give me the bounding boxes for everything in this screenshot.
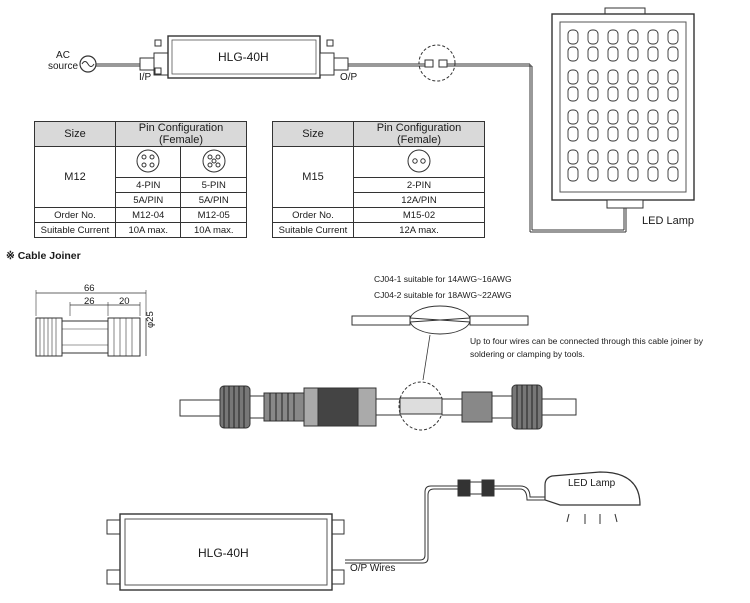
led-cell [647, 149, 659, 182]
suitable-current-label-r: Suitable Current [272, 222, 354, 238]
cable-joiner-diagram [35, 290, 577, 431]
led-cell [647, 29, 659, 62]
suitable-current-label: Suitable Current [34, 222, 116, 238]
order-2: M15-02 [353, 207, 485, 223]
led-cell [567, 149, 579, 182]
col-size-r: Size [272, 121, 354, 147]
pin-table-m12: Size Pin Configuration (Female) M12 [34, 121, 247, 238]
driver-label-top: HLG-40H [218, 50, 269, 64]
pins-2: 2-PIN [353, 177, 485, 193]
driver-unit-bottom [106, 513, 345, 591]
led-cell [587, 69, 599, 102]
joiner-side-view [35, 317, 141, 357]
cj04-2-note: CJ04-2 suitable for 18AWG~22AWG [374, 290, 512, 300]
led-cell [627, 69, 639, 102]
pin-table-m15: Size Pin Configuration (Female) M15 2-PI… [272, 121, 485, 238]
dim-b: 20 [119, 296, 130, 307]
current-2: 12A/PIN [353, 192, 485, 208]
led-cell [607, 149, 619, 182]
top-wiring-diagram [79, 7, 695, 233]
source-label: source [48, 61, 79, 72]
led-cell [607, 109, 619, 142]
4-pin-connector-icon [136, 149, 160, 172]
order-label: Order No. [34, 207, 116, 223]
col-pin: Pin Configuration (Female) [115, 121, 247, 147]
pins-5: 5-PIN [180, 177, 247, 193]
current-5: 5A/PIN [180, 192, 247, 208]
max-5: 10A max. [180, 222, 247, 238]
led-cell [567, 29, 579, 62]
op-wires-label: O/P Wires [350, 563, 396, 574]
led-lamp-bottom [544, 471, 641, 524]
led-cell [627, 29, 639, 62]
order-5: M12-05 [180, 207, 247, 223]
col-pin-r: Pin Configuration (Female) [353, 121, 485, 147]
led-cell [607, 69, 619, 102]
lamp-label-bottom: LED Lamp [568, 478, 616, 489]
led-cell [587, 109, 599, 142]
led-cell [647, 69, 659, 102]
current-4: 5A/PIN [114, 192, 182, 208]
led-cell [567, 109, 579, 142]
bottom-wiring-diagram [106, 471, 641, 591]
order-4: M12-04 [114, 207, 182, 223]
size-m15: M15 [272, 146, 354, 208]
driver-label-bottom: HLG-40H [198, 546, 249, 560]
led-cell [647, 109, 659, 142]
op-label: O/P [340, 72, 358, 83]
size-m12: M12 [34, 146, 116, 208]
wires-note-1: Up to four wires can be connected throug… [470, 336, 703, 346]
dim-dia: φ25 [145, 311, 156, 328]
led-cell [607, 29, 619, 62]
ip-label: I/P [139, 72, 152, 83]
led-cell [627, 149, 639, 182]
5-pin-connector-icon [202, 149, 226, 172]
dim-total: 66 [84, 283, 95, 294]
led-cell [667, 29, 679, 62]
order-label-r: Order No. [272, 207, 354, 223]
max-4: 10A max. [114, 222, 182, 238]
ac-label: AC [56, 50, 70, 61]
2-pin-connector-icon [407, 149, 431, 172]
led-cell [587, 149, 599, 182]
led-lamp-panel [551, 7, 695, 209]
lamp-label-top: LED Lamp [642, 215, 694, 227]
wires-note-2: soldering or clamping by tools. [470, 349, 585, 359]
col-size: Size [34, 121, 116, 147]
led-cell [667, 149, 679, 182]
joiner-assembly [179, 381, 577, 431]
led-cell [587, 29, 599, 62]
dim-a: 26 [84, 296, 95, 307]
led-cell [567, 69, 579, 102]
led-cell [667, 109, 679, 142]
led-cell [627, 109, 639, 142]
led-cell [667, 69, 679, 102]
cj04-1-note: CJ04-1 suitable for 14AWG~16AWG [374, 274, 512, 284]
max-2: 12A max. [353, 222, 485, 238]
pins-4: 4-PIN [114, 177, 182, 193]
cable-joiner-title: ※ Cable Joiner [6, 250, 81, 262]
